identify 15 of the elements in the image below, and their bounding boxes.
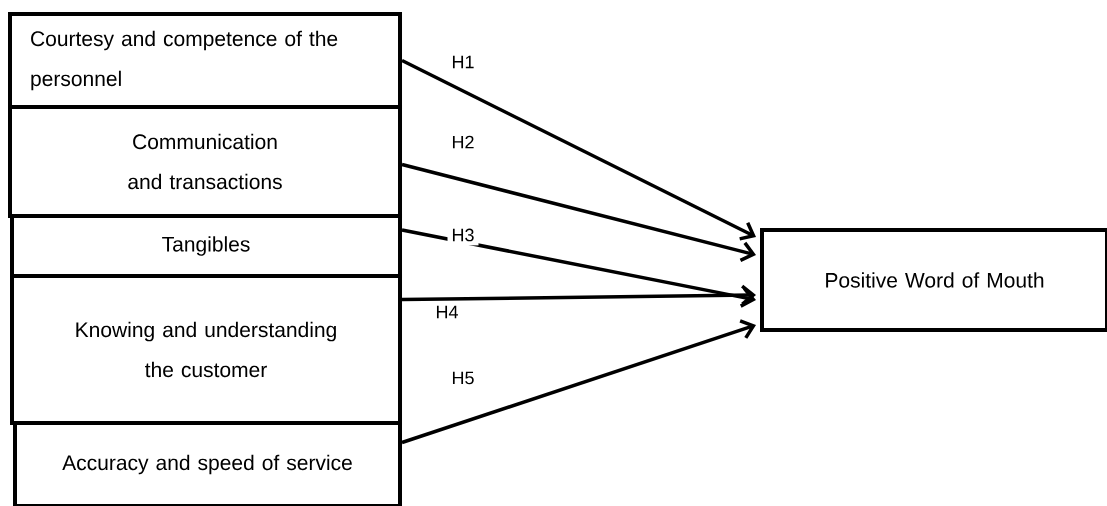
edge-label: H2 [447,131,479,153]
arrow [401,319,756,445]
arrow [402,284,756,306]
factor-box: Accuracy and speed of service [13,421,402,506]
edge-label: H1 [447,51,479,73]
factor-box: Tangibles [10,214,402,278]
edge-label: H5 [447,367,479,389]
factor-box: Positive Word of Mouth [760,228,1107,332]
factor-box: Communication and transactions [8,105,402,218]
edge-label: H4 [431,301,463,323]
arrow [401,162,756,262]
factor-box: Courtesy and competence of the personnel [8,12,402,109]
arrow [401,228,756,308]
edge-label: H3 [447,224,479,246]
arrow [401,58,756,241]
